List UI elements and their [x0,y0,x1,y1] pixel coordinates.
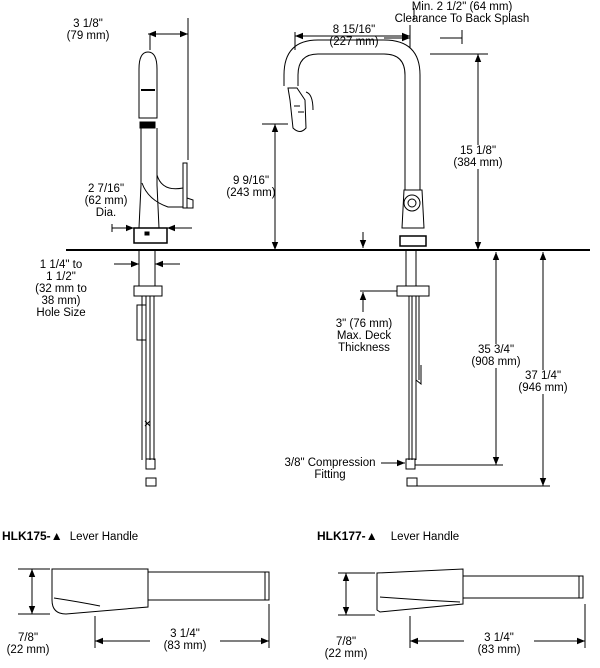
hlk177-triangle-icon: ▲ [365,529,378,543]
hole-size-line2: 1 1/2" [46,271,76,283]
spout-width-imperial: 3 1/8" [73,18,103,30]
below-deck-a-imperial: 35 3/4" [477,344,515,356]
below-deck-b-label: 37 1/4" (946 mm) [506,370,580,394]
hole-size-line3: (32 mm to [35,283,87,295]
hlk177-length-metric: (83 mm) [477,644,521,656]
hlk175-height-imperial: 7/8" [17,632,39,644]
hole-size-label: 1 1/4" to 1 1/2" (32 mm to 38 mm) Hole S… [14,259,108,319]
front-view-faucet [283,39,430,487]
hlk175-length-label: 3 1/4" (83 mm) [150,628,220,652]
overall-height-metric: (384 mm) [453,157,503,169]
overall-height-label: 15 1/8" (384 mm) [438,145,518,169]
deck-line1: 3" (76 mm) [335,318,393,330]
base-dia-imperial: 2 7/16" [87,183,125,195]
hlk175-title: HLK175-▲ Lever Handle [2,530,138,543]
backsplash-line1: Min. 2 1/2" (64 mm) [411,1,513,13]
spout-width-label: 3 1/8" (79 mm) [48,18,128,42]
hlk175-triangle-icon: ▲ [50,529,63,543]
hlk177-length-label: 3 1/4" (83 mm) [464,632,534,656]
hlk175-length-metric: (83 mm) [163,640,207,652]
hlk175-height-metric: (22 mm) [6,644,50,656]
hlk175-length-imperial: 3 1/4" [170,628,200,640]
fitting-line1: 3/8" Compression [284,457,376,469]
below-deck-b-metric: (946 mm) [518,382,568,394]
base-dia-metric: (62 mm) [84,195,128,207]
side-view-faucet [133,51,194,487]
hole-size-line5: Hole Size [36,307,86,319]
backsplash-line2: Clearance To Back Splash [394,13,530,25]
reach-imperial: 8 15/16" [332,24,376,36]
hole-size-line1: 1 1/4" to [39,259,83,271]
hole-size-line4: 38 mm) [41,295,81,307]
hlk177-height-imperial: 7/8" [335,636,357,648]
hlk175-type: Lever Handle [69,531,139,543]
reach-metric: (227 mm) [329,36,379,48]
deck-line3: Thickness [338,342,390,354]
spout-height-metric: (243 mm) [226,187,276,199]
fitting-line2: Fitting [314,469,346,481]
below-deck-a-metric: (908 mm) [471,356,521,368]
hlk175-model: HLK175- [2,529,51,543]
below-deck-b-imperial: 37 1/4" [524,370,562,382]
backsplash-label: Min. 2 1/2" (64 mm) Clearance To Back Sp… [372,1,552,25]
spout-height-imperial: 9 9/16" [232,175,270,187]
hlk175-height-label: 7/8" (22 mm) [0,632,56,656]
hlk177-height-metric: (22 mm) [324,648,368,660]
below-deck-a-label: 35 3/4" (908 mm) [460,344,532,368]
base-dia-note: Dia. [95,207,117,219]
hlk177-title: HLK177-▲ Lever Handle [317,530,459,543]
fitting-label: 3/8" Compression Fitting [270,457,390,481]
deck-line2: Max. Deck [336,330,392,342]
handle-hlk175-drawing [51,568,270,615]
base-dia-label: 2 7/16" (62 mm) Dia. [74,183,138,219]
hlk177-model: HLK177- [317,529,366,543]
handle-hlk177-drawing [376,568,584,613]
spout-height-label: 9 9/16" (243 mm) [203,175,299,199]
reach-label: 8 15/16" (227 mm) [312,24,396,48]
overall-height-imperial: 15 1/8" [459,145,497,157]
hlk177-type: Lever Handle [390,531,460,543]
hlk177-length-imperial: 3 1/4" [484,632,514,644]
spout-width-metric: (79 mm) [66,30,110,42]
deck-thickness-label: 3" (76 mm) Max. Deck Thickness [322,318,406,354]
hlk177-height-label: 7/8" (22 mm) [318,636,374,660]
